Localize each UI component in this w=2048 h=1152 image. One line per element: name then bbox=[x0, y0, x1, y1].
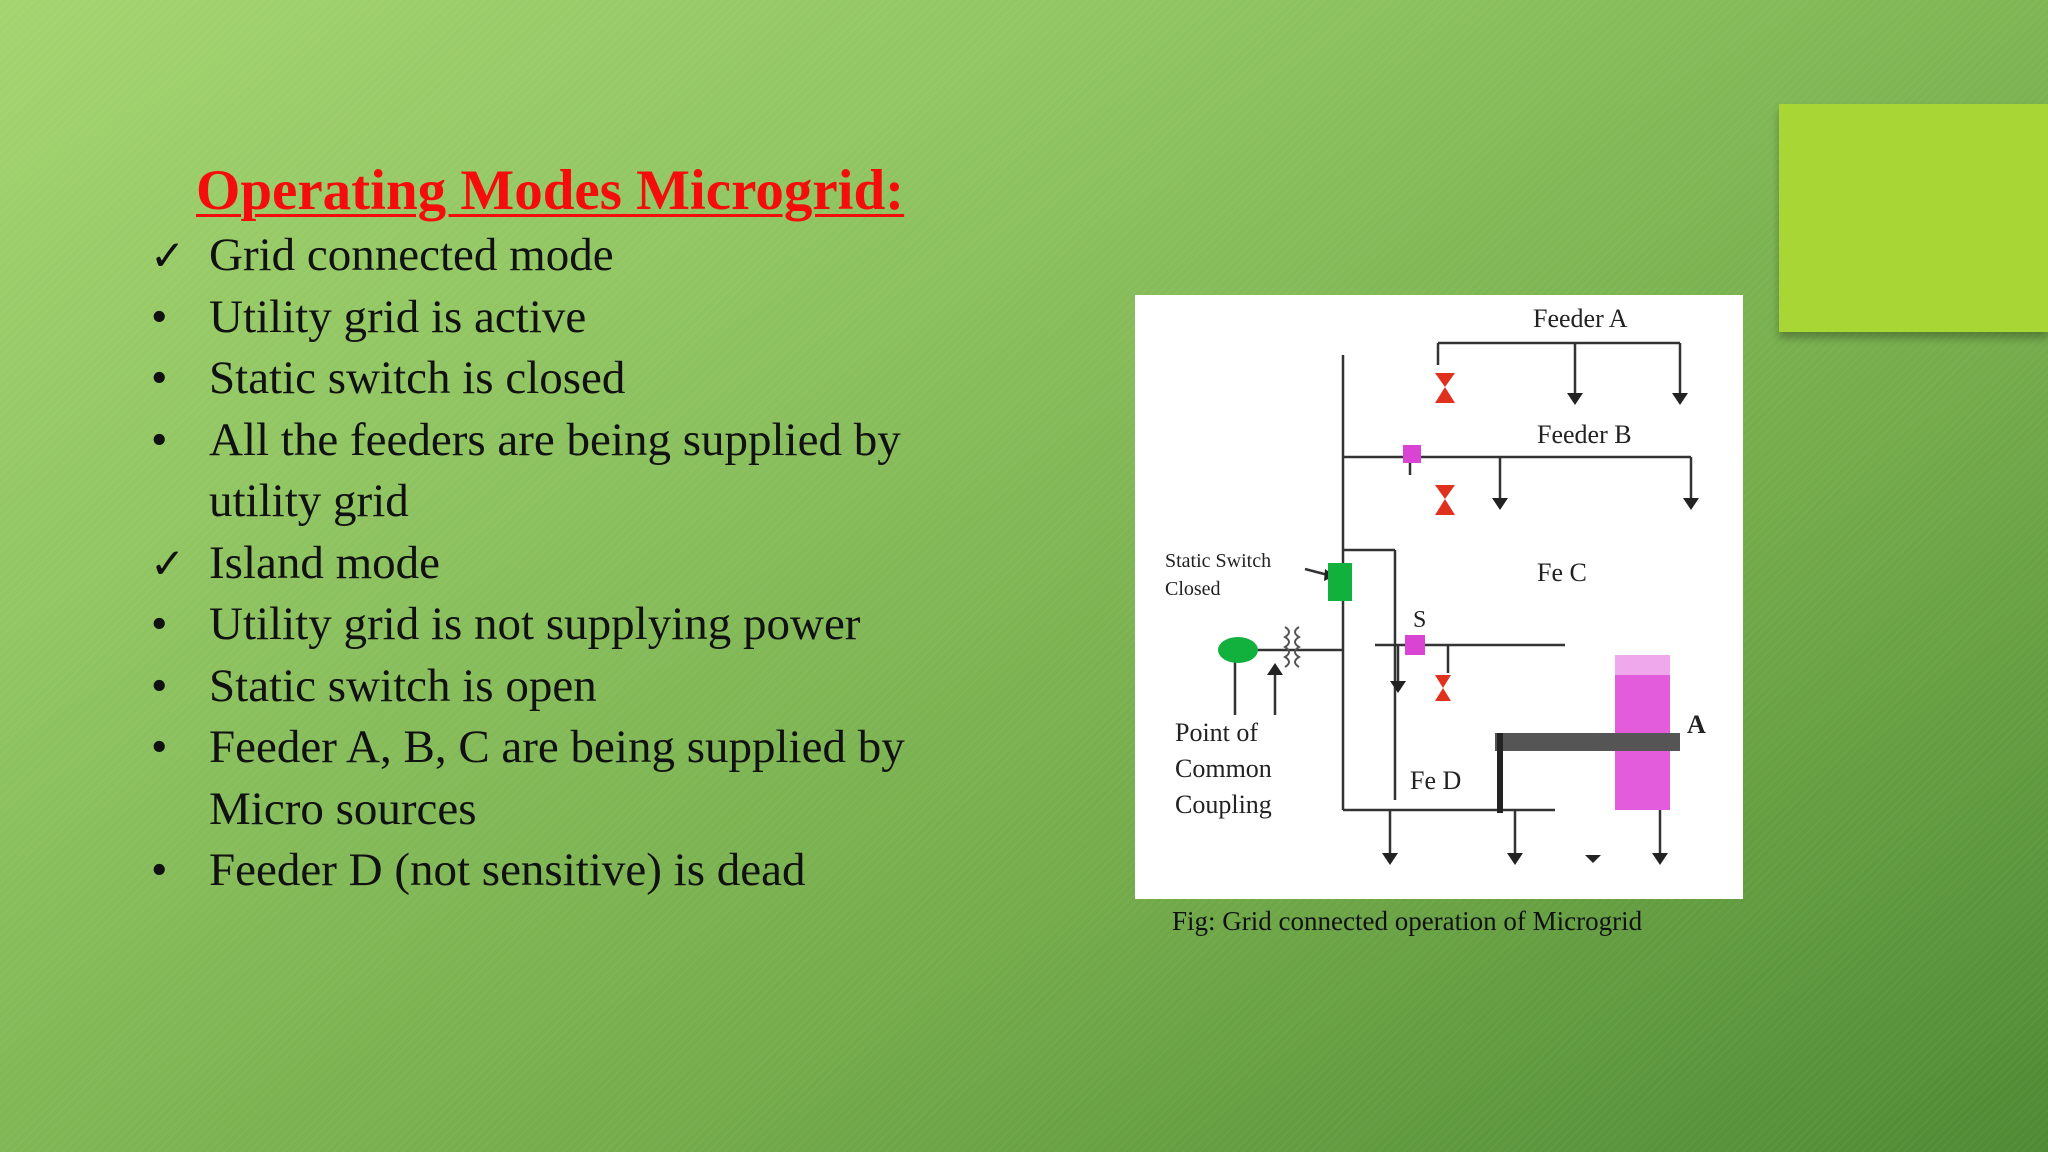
bullet-dot-icon: • bbox=[151, 659, 168, 712]
pcc-icon bbox=[1218, 637, 1258, 663]
bullet-text: Static switch is open bbox=[209, 659, 597, 712]
pcc-label: Coupling bbox=[1175, 790, 1272, 819]
static-switch-label: Static Switch bbox=[1165, 550, 1271, 572]
switch-icon bbox=[1403, 445, 1421, 463]
micro-source-icon bbox=[1615, 655, 1670, 810]
breaker-icons bbox=[1435, 373, 1455, 701]
check-icon: ✓ bbox=[150, 231, 186, 280]
a-label: A bbox=[1687, 710, 1706, 739]
feeder-b-label: Feeder B bbox=[1537, 420, 1632, 449]
static-switch-state: Closed bbox=[1165, 578, 1221, 600]
arrow-icons bbox=[1267, 393, 1699, 865]
s-label: S bbox=[1413, 607, 1426, 633]
bullet-item: • Feeder A, B, C are being supplied by bbox=[148, 717, 1048, 779]
bullet-item: • Feeder D (not sensitive) is dead bbox=[148, 840, 1048, 902]
feeder-c-label: Fe C bbox=[1537, 558, 1587, 587]
bullet-text: Feeder D (not sensitive) is dead bbox=[209, 844, 806, 896]
source-bar bbox=[1495, 733, 1680, 751]
bullet-text: Micro sources bbox=[209, 782, 477, 835]
bullet-item: ✓ Island mode bbox=[148, 533, 1048, 595]
bullet-continuation: Micro sources bbox=[148, 779, 1048, 841]
bullet-dot-icon: • bbox=[151, 352, 168, 404]
bullet-text: Utility grid is active bbox=[209, 290, 587, 343]
bullet-item: • All the feeders are being supplied by bbox=[148, 410, 1048, 472]
bullet-text: Utility grid is not supplying power bbox=[209, 598, 861, 650]
bullet-item: ✓ Grid connected mode bbox=[148, 225, 1048, 287]
micro-source-top bbox=[1615, 655, 1670, 675]
switch-icon bbox=[1405, 635, 1425, 655]
bullet-text: Feeder A, B, C are being supplied by bbox=[209, 721, 905, 773]
bullet-text: All the feeders are being supplied by bbox=[209, 413, 901, 466]
bullet-dot-icon: • bbox=[151, 598, 168, 650]
bullet-dot-icon: • bbox=[151, 413, 168, 466]
transformer-icon bbox=[1283, 626, 1301, 668]
bullet-continuation: utility grid bbox=[148, 471, 1048, 533]
bullet-dot-icon: • bbox=[151, 844, 168, 896]
feeder-a-label: Feeder A bbox=[1533, 304, 1628, 333]
accent-box bbox=[1779, 104, 2048, 332]
bullet-text: Static switch is closed bbox=[209, 352, 626, 404]
feeder-d-label: Fe D bbox=[1410, 766, 1461, 795]
bullet-dot-icon: • bbox=[151, 721, 168, 773]
bullet-item: • Utility grid is not supplying power bbox=[148, 594, 1048, 656]
source-post bbox=[1497, 733, 1503, 813]
microgrid-diagram: Feeder A Feeder B Fe C Fe D Static Switc… bbox=[1135, 295, 1743, 899]
static-switch-icon bbox=[1328, 563, 1352, 601]
bullet-dot-icon: • bbox=[151, 290, 168, 343]
bullet-text: utility grid bbox=[209, 475, 409, 527]
bullet-list: ✓ Grid connected mode • Utility grid is … bbox=[148, 225, 1048, 902]
figure-caption: Fig: Grid connected operation of Microgr… bbox=[1172, 906, 1643, 936]
microgrid-diagram-svg: Feeder A Feeder B Fe C Fe D Static Switc… bbox=[1165, 304, 1706, 865]
bullet-text: Grid connected mode bbox=[209, 229, 614, 281]
bullet-text: Island mode bbox=[209, 536, 441, 589]
bullet-item: • Static switch is open bbox=[148, 656, 1048, 718]
check-icon: ✓ bbox=[150, 538, 186, 588]
bullet-item: • Static switch is closed bbox=[148, 348, 1048, 410]
slide-title: Operating Modes Microgrid: bbox=[196, 159, 905, 222]
pcc-label: Common bbox=[1175, 754, 1272, 783]
pcc-label: Point of bbox=[1175, 718, 1258, 747]
bullet-item: • Utility grid is active bbox=[148, 287, 1048, 349]
